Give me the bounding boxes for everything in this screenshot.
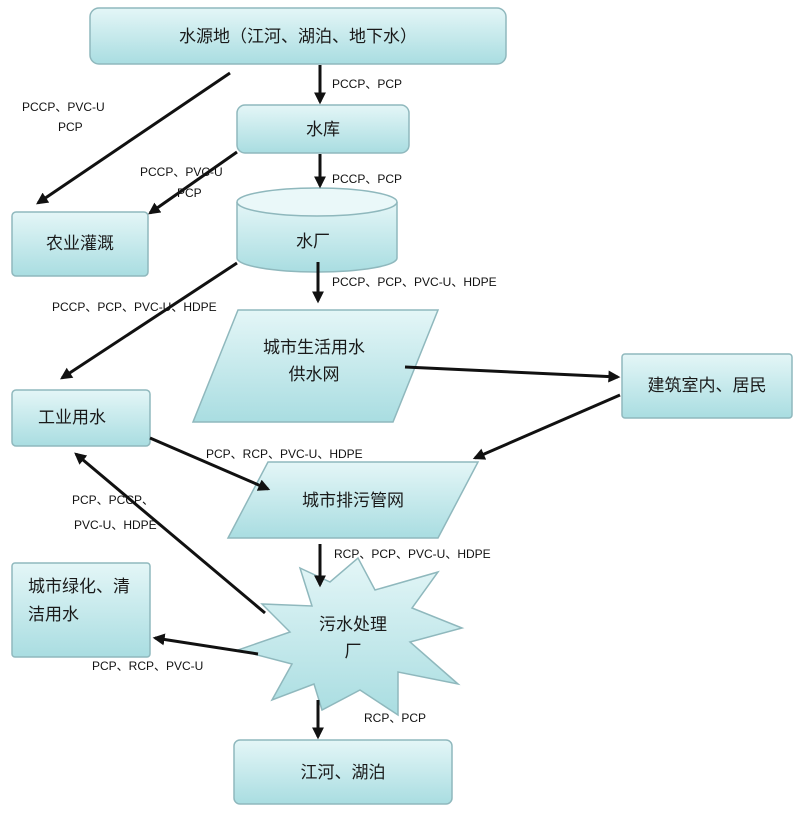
node-treatment-plant: 污水处理 厂	[235, 556, 465, 717]
node-greening-line2: 洁用水	[28, 605, 79, 625]
node-industry-label: 工业用水	[38, 408, 106, 428]
arrow-reservoir-agriculture	[148, 150, 238, 215]
node-reservoir-label: 水库	[306, 120, 340, 140]
edge-label-treatment-industry-line2: PVC-U、HDPE	[74, 518, 157, 532]
edge-label-treatment-industry-line1: PCP、PCCP、	[72, 493, 154, 507]
node-agriculture: 农业灌溉	[11, 211, 149, 277]
edge-label-industry-sewer: PCP、RCP、PVC-U、HDPE	[206, 447, 363, 461]
node-source: 水源地（江河、湖泊、地下水）	[89, 7, 507, 65]
node-sewer-network: 城市排污管网	[226, 461, 480, 539]
node-source-label: 水源地（江河、湖泊、地下水）	[179, 27, 417, 47]
arrow-source-agriculture	[36, 71, 231, 205]
node-supply-network-line2: 供水网	[289, 365, 340, 385]
arrow-industry-sewer	[149, 436, 271, 491]
edge-label-source-reservoir: PCCP、PCP	[332, 77, 402, 91]
arrow-waterworks-industry	[59, 261, 238, 380]
node-reservoir: 水库	[236, 104, 410, 154]
node-treatment-plant-line2: 厂	[345, 642, 362, 662]
edge-label-reservoir-agriculture-line2: PCP	[177, 186, 202, 200]
node-rivers-label: 江河、湖泊	[301, 763, 386, 783]
node-waterworks-label: 水厂	[296, 232, 330, 252]
node-building: 建筑室内、居民	[621, 353, 793, 419]
arrow-building-sewer	[472, 393, 621, 460]
node-building-label: 建筑室内、居民	[648, 376, 767, 396]
node-industry: 工业用水	[11, 389, 151, 447]
edge-label-source-agriculture-line1: PCCP、PVC-U	[22, 100, 105, 114]
node-agriculture-label: 农业灌溉	[46, 234, 114, 254]
arrow-supply-building	[404, 365, 621, 383]
edge-label-reservoir-waterworks: PCCP、PCP	[332, 172, 402, 186]
edge-label-treatment-rivers: RCP、PCP	[364, 711, 426, 725]
edge-label-treatment-greening: PCP、RCP、PVC-U	[92, 659, 203, 673]
arrow-treatment-industry	[74, 452, 266, 615]
node-supply-network-line1: 城市生活用水	[263, 338, 365, 358]
node-greening: 城市绿化、清 洁用水	[11, 562, 151, 658]
node-sewer-network-label: 城市排污管网	[302, 491, 404, 511]
edge-label-waterworks-supply: PCCP、PCP、PVC-U、HDPE	[332, 275, 497, 289]
edge-label-reservoir-agriculture-line1: PCCP、PVC-U	[140, 165, 223, 179]
node-rivers: 江河、湖泊	[233, 739, 453, 805]
edge-label-waterworks-industry: PCCP、PCP、PVC-U、HDPE	[52, 300, 217, 314]
node-waterworks: 水厂	[236, 187, 398, 273]
node-greening-line1: 城市绿化、清	[28, 577, 130, 597]
node-supply-network: 城市生活用水 供水网	[191, 309, 440, 423]
arrow-treatment-greening	[152, 633, 259, 656]
node-treatment-plant-line1: 污水处理	[319, 615, 387, 635]
edge-label-source-agriculture-line2: PCP	[58, 120, 83, 134]
edge-label-sewer-treatment: RCP、PCP、PVC-U、HDPE	[334, 547, 491, 561]
